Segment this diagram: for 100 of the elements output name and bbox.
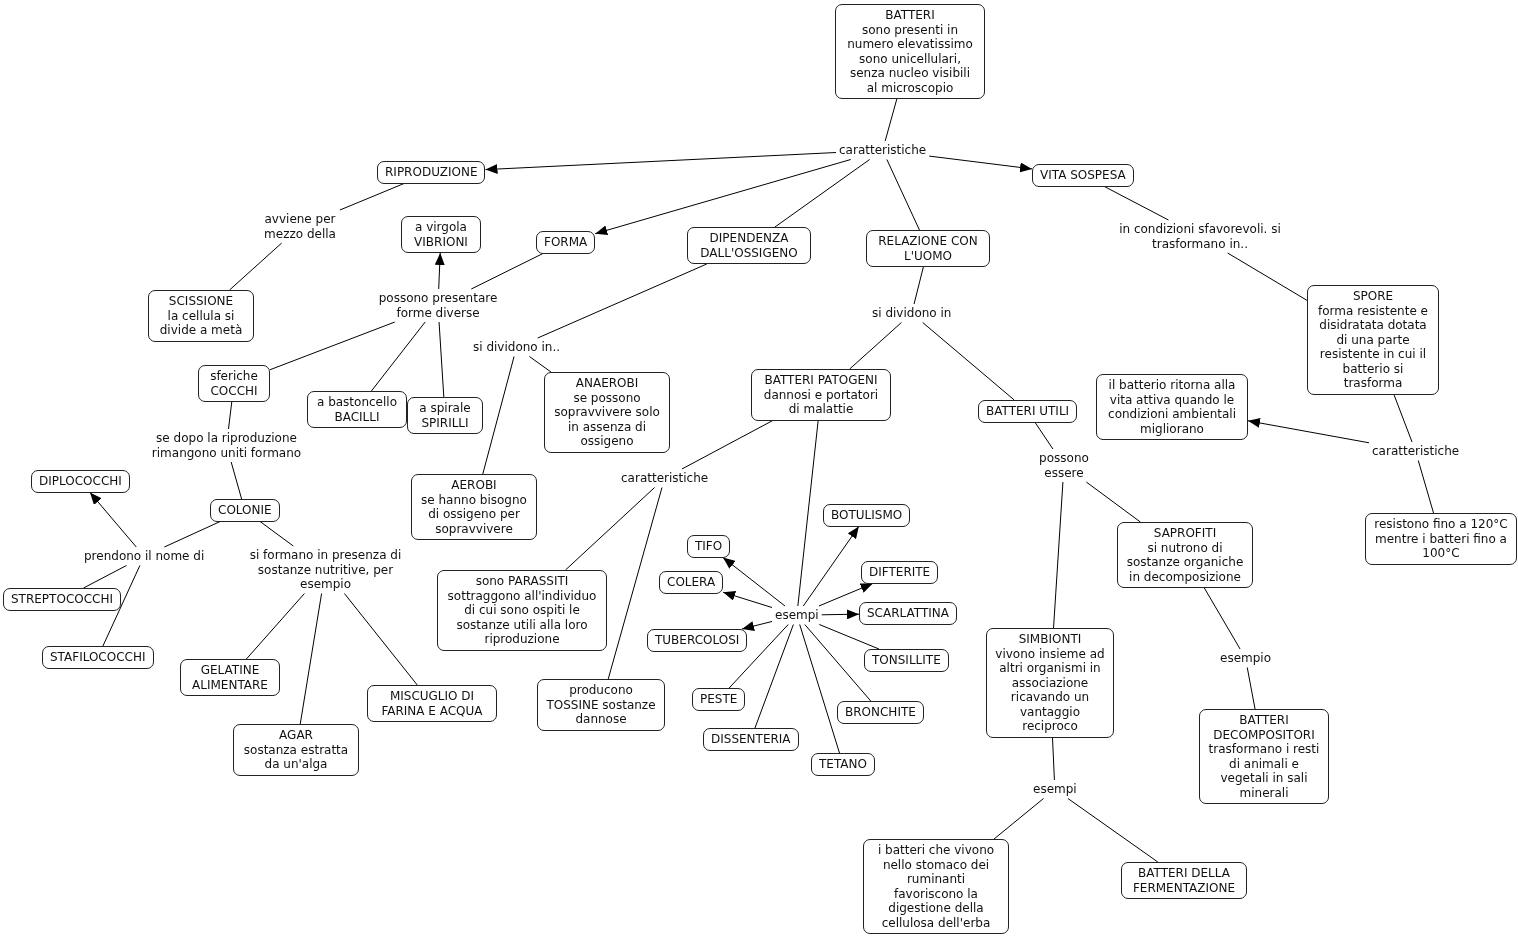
- connector-line: [774, 159, 871, 228]
- arrow: [928, 155, 1033, 173]
- concept-text: DISSENTERIA: [711, 732, 791, 747]
- connector-line: [259, 521, 294, 547]
- arrow: [1247, 418, 1370, 444]
- linking-phrase: esempio: [1219, 651, 1272, 666]
- concept-text: resistono fino a 120°C mentre i batteri fino a 100°C: [1373, 517, 1509, 561]
- concept-text: BOTULISMO: [831, 508, 903, 523]
- concept-heading: SIMBIONTI: [1017, 632, 1083, 647]
- arrow: [722, 557, 786, 607]
- concept-box: [198, 365, 270, 402]
- connector-line: [1085, 481, 1141, 523]
- concept-text: DIPLOCOCCHI: [39, 474, 122, 489]
- concept-text: STREPTOCOCCHI: [11, 592, 114, 607]
- concept-text: sostanza estratta da un'alga: [242, 742, 350, 772]
- concept-text: BRONCHITE: [845, 705, 916, 720]
- connector-line: [754, 624, 794, 729]
- concept-box: [866, 230, 990, 267]
- connector-line: [922, 322, 1015, 401]
- arrow: [89, 492, 137, 548]
- concept-box: [861, 561, 939, 584]
- connector-line: [1246, 667, 1256, 710]
- concept-box: [544, 372, 670, 453]
- connector-line: [1417, 460, 1434, 514]
- concept-heading: SPORE: [1351, 289, 1395, 304]
- concept-box: [42, 646, 154, 669]
- connector-line: [537, 263, 708, 339]
- concept-text: sono PARASSITI sottraggono all'individuo di cui sono ospiti le sostanze utili alla loro riproduzione: [446, 574, 598, 647]
- connector-line: [269, 321, 396, 371]
- connector-line: [728, 624, 789, 689]
- connector-line: [230, 461, 243, 500]
- concept-text: COLONIE: [218, 503, 272, 518]
- connector-line: [797, 420, 819, 607]
- connector-line: [83, 565, 127, 589]
- concept-text: SCARLATTINA: [867, 606, 949, 621]
- concept-box: [377, 161, 486, 184]
- concept-text: a virgola VIBRIONI: [413, 220, 469, 249]
- concept-box: [687, 227, 811, 264]
- concept-text: se possono sopravvivere solo in assenza di ossigeno: [553, 390, 661, 449]
- concept-text: dannosi e portatori di malattie: [762, 387, 880, 417]
- arrow: [594, 159, 852, 236]
- concept-heading: BATTERI: [884, 8, 936, 23]
- connector-line: [470, 253, 544, 290]
- connector-line: [799, 624, 840, 754]
- connector-line: [370, 321, 426, 392]
- concept-box: [1307, 285, 1439, 395]
- concept-box: [863, 839, 1009, 934]
- concept-text: RIPRODUZIONE: [385, 165, 478, 180]
- connector-line: [163, 521, 221, 548]
- concept-box: [811, 753, 875, 776]
- concept-text: STAFILOCOCCHI: [50, 650, 146, 665]
- concept-heading: ANAEROBI: [574, 376, 640, 391]
- connector-line: [1052, 737, 1055, 781]
- concept-box: [986, 628, 1114, 738]
- connector-line: [1067, 798, 1159, 863]
- linking-phrase: esempi: [774, 608, 820, 623]
- connector-line: [818, 624, 880, 650]
- connector-line: [565, 487, 656, 571]
- concept-text: DIFTERITE: [869, 565, 931, 580]
- concept-box: [31, 470, 130, 493]
- concept-box: [307, 391, 407, 428]
- concept-box: [1096, 374, 1248, 440]
- concept-box: [978, 400, 1078, 423]
- arrow: [434, 252, 445, 290]
- concept-box: [210, 499, 280, 522]
- concept-text: vivono insieme ad altri organismi in associazione ricavando un vantaggio reciproco: [994, 646, 1106, 734]
- connector-line: [1227, 252, 1308, 301]
- connector-line: [1103, 186, 1169, 221]
- concept-box: [437, 570, 607, 651]
- concept-text: VITA SOSPESA: [1040, 168, 1126, 183]
- concept-box: [692, 688, 746, 711]
- connector-line: [482, 356, 515, 475]
- connector-line: [1034, 422, 1054, 450]
- connector-line: [913, 266, 924, 305]
- connector-line: [299, 593, 323, 725]
- linking-phrase: prendono il nome di: [83, 549, 206, 564]
- concept-box: [411, 474, 537, 540]
- concept-text: BATTERI DELLA FERMENTAZIONE: [1131, 866, 1237, 895]
- concept-box: [233, 724, 359, 776]
- arrow: [485, 152, 837, 174]
- concept-text: trasformano i resti di animali e vegetali in sali minerali: [1207, 742, 1321, 800]
- concept-box: [1365, 513, 1517, 565]
- concept-text: si nutrono di sostanze organiche in decomposizione: [1125, 540, 1245, 584]
- concept-text: PESTE: [700, 692, 738, 707]
- concept-box: [536, 231, 596, 254]
- concept-box: [180, 659, 280, 696]
- concept-box: [1032, 164, 1134, 187]
- connector-line: [886, 159, 920, 231]
- concept-box: [835, 4, 985, 99]
- concept-box: [1117, 522, 1253, 588]
- concept-heading: SAPROFITI: [1152, 526, 1218, 541]
- concept-box: [401, 216, 481, 253]
- concept-text: DIPENDENZA DALL'OSSIGENO: [699, 231, 799, 260]
- concept-box: [148, 290, 254, 342]
- concept-box: [823, 504, 911, 527]
- arrow: [802, 526, 860, 607]
- connector-line: [607, 487, 663, 680]
- concept-box: [703, 728, 799, 751]
- concept-box: [837, 701, 924, 724]
- concept-box: [659, 571, 724, 594]
